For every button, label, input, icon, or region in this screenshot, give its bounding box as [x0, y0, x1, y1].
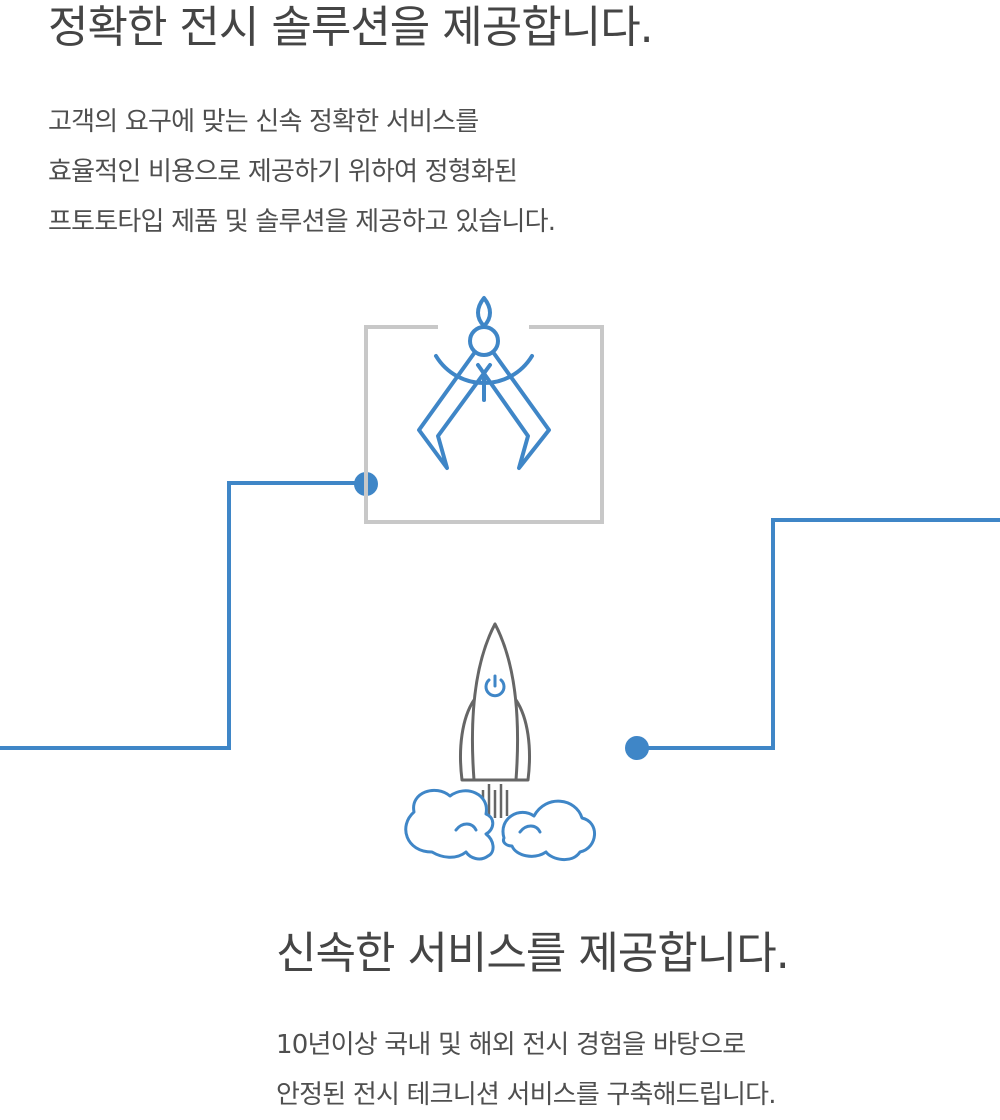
- description-line: 프토토타입 제품 및 솔루션을 제공하고 있습니다.: [48, 207, 556, 237]
- section-description-fast-service: 10년이상 국내 및 해외 전시 경험을 바탕으로 안정된 전시 테크니션 서비…: [276, 1020, 777, 1120]
- description-line: 안정된 전시 테크니션 서비스를 구축해드립니다.: [276, 1080, 777, 1110]
- description-line: 10년이상 국내 및 해외 전시 경험을 바탕으로: [276, 1030, 746, 1060]
- description-line: 고객의 요구에 맞는 신속 정확한 서비스를: [48, 107, 479, 137]
- right-connector-dot: [625, 736, 649, 760]
- compass-icon: [417, 296, 551, 470]
- rocket-icon: [404, 622, 596, 861]
- left-connector-line: [0, 481, 366, 750]
- section-title-precise-solutions: 정확한 전시 솔루션을 제공합니다.: [48, 2, 654, 53]
- smoke-cloud: [404, 788, 596, 861]
- section-description-precise-solutions: 고객의 요구에 맞는 신속 정확한 서비스를 효율적인 비용으로 제공하기 위하…: [48, 97, 556, 247]
- right-connector-line: [637, 518, 1000, 750]
- description-line: 효율적인 비용으로 제공하기 위하여 정형화된: [48, 157, 518, 187]
- section-title-fast-service: 신속한 서비스를 제공합니다.: [276, 928, 790, 979]
- compass-frame: [364, 325, 604, 524]
